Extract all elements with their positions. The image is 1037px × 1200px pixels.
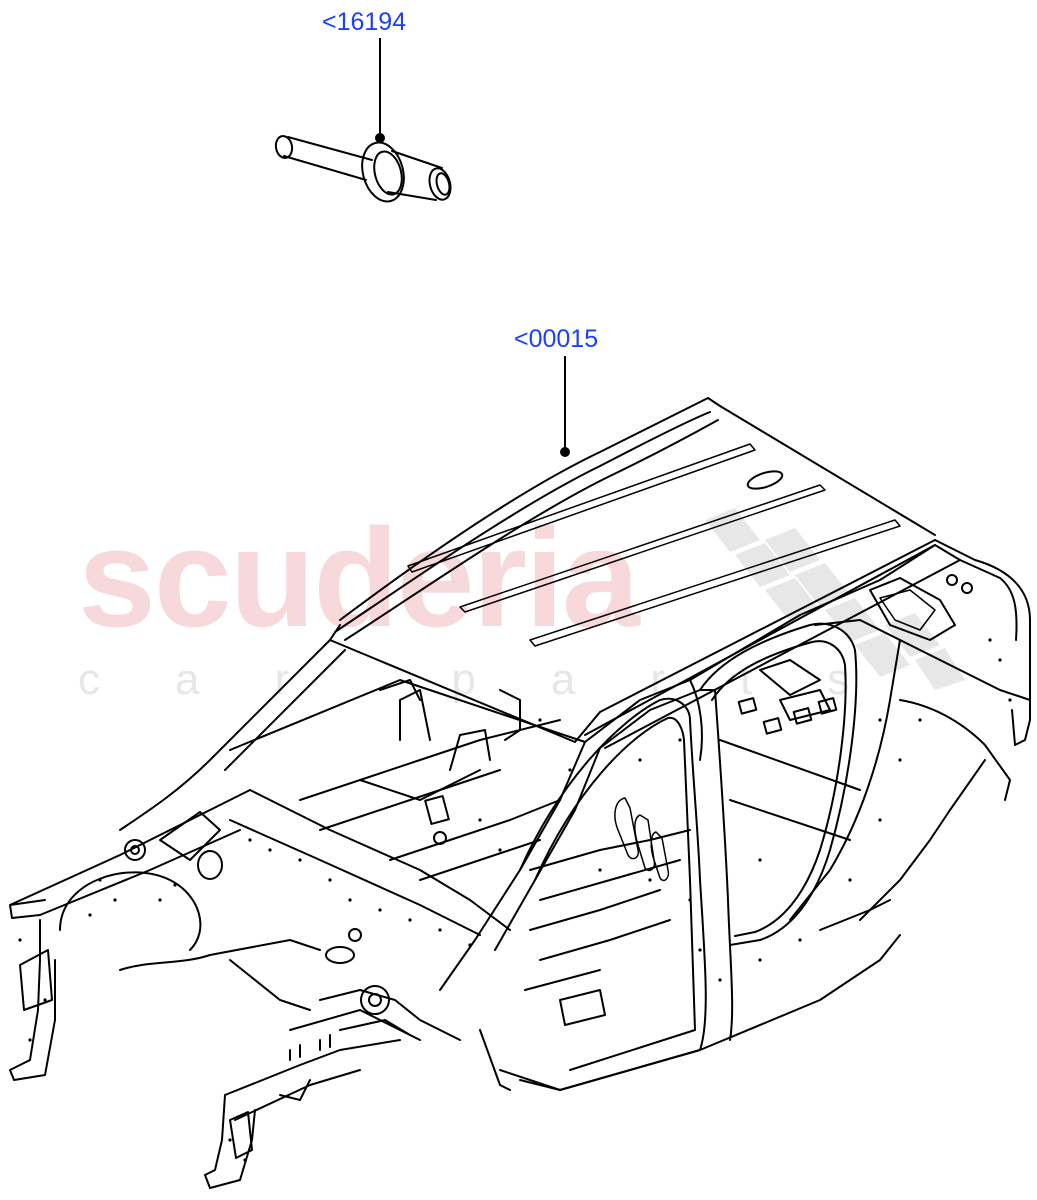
roof-panel[interactable] <box>329 397 961 749</box>
windshield-frame <box>119 639 601 991</box>
front-structure <box>9 789 511 1081</box>
rear-quarter <box>479 539 1031 1091</box>
leader-dot-00015 <box>560 447 570 457</box>
roof-rail <box>584 544 936 749</box>
callout-00015-link[interactable]: <00015 <box>514 325 599 353</box>
rear-door-aperture <box>699 619 901 946</box>
front-door-aperture <box>519 679 734 1091</box>
pin-fastener[interactable] <box>274 135 454 206</box>
floor-pan <box>299 679 691 1026</box>
spot-welds <box>18 638 1012 1162</box>
callout-16194-link[interactable]: <16194 <box>322 8 407 36</box>
front-longitudinal-rails <box>204 985 461 1189</box>
leader-dot-16194 <box>375 133 385 143</box>
